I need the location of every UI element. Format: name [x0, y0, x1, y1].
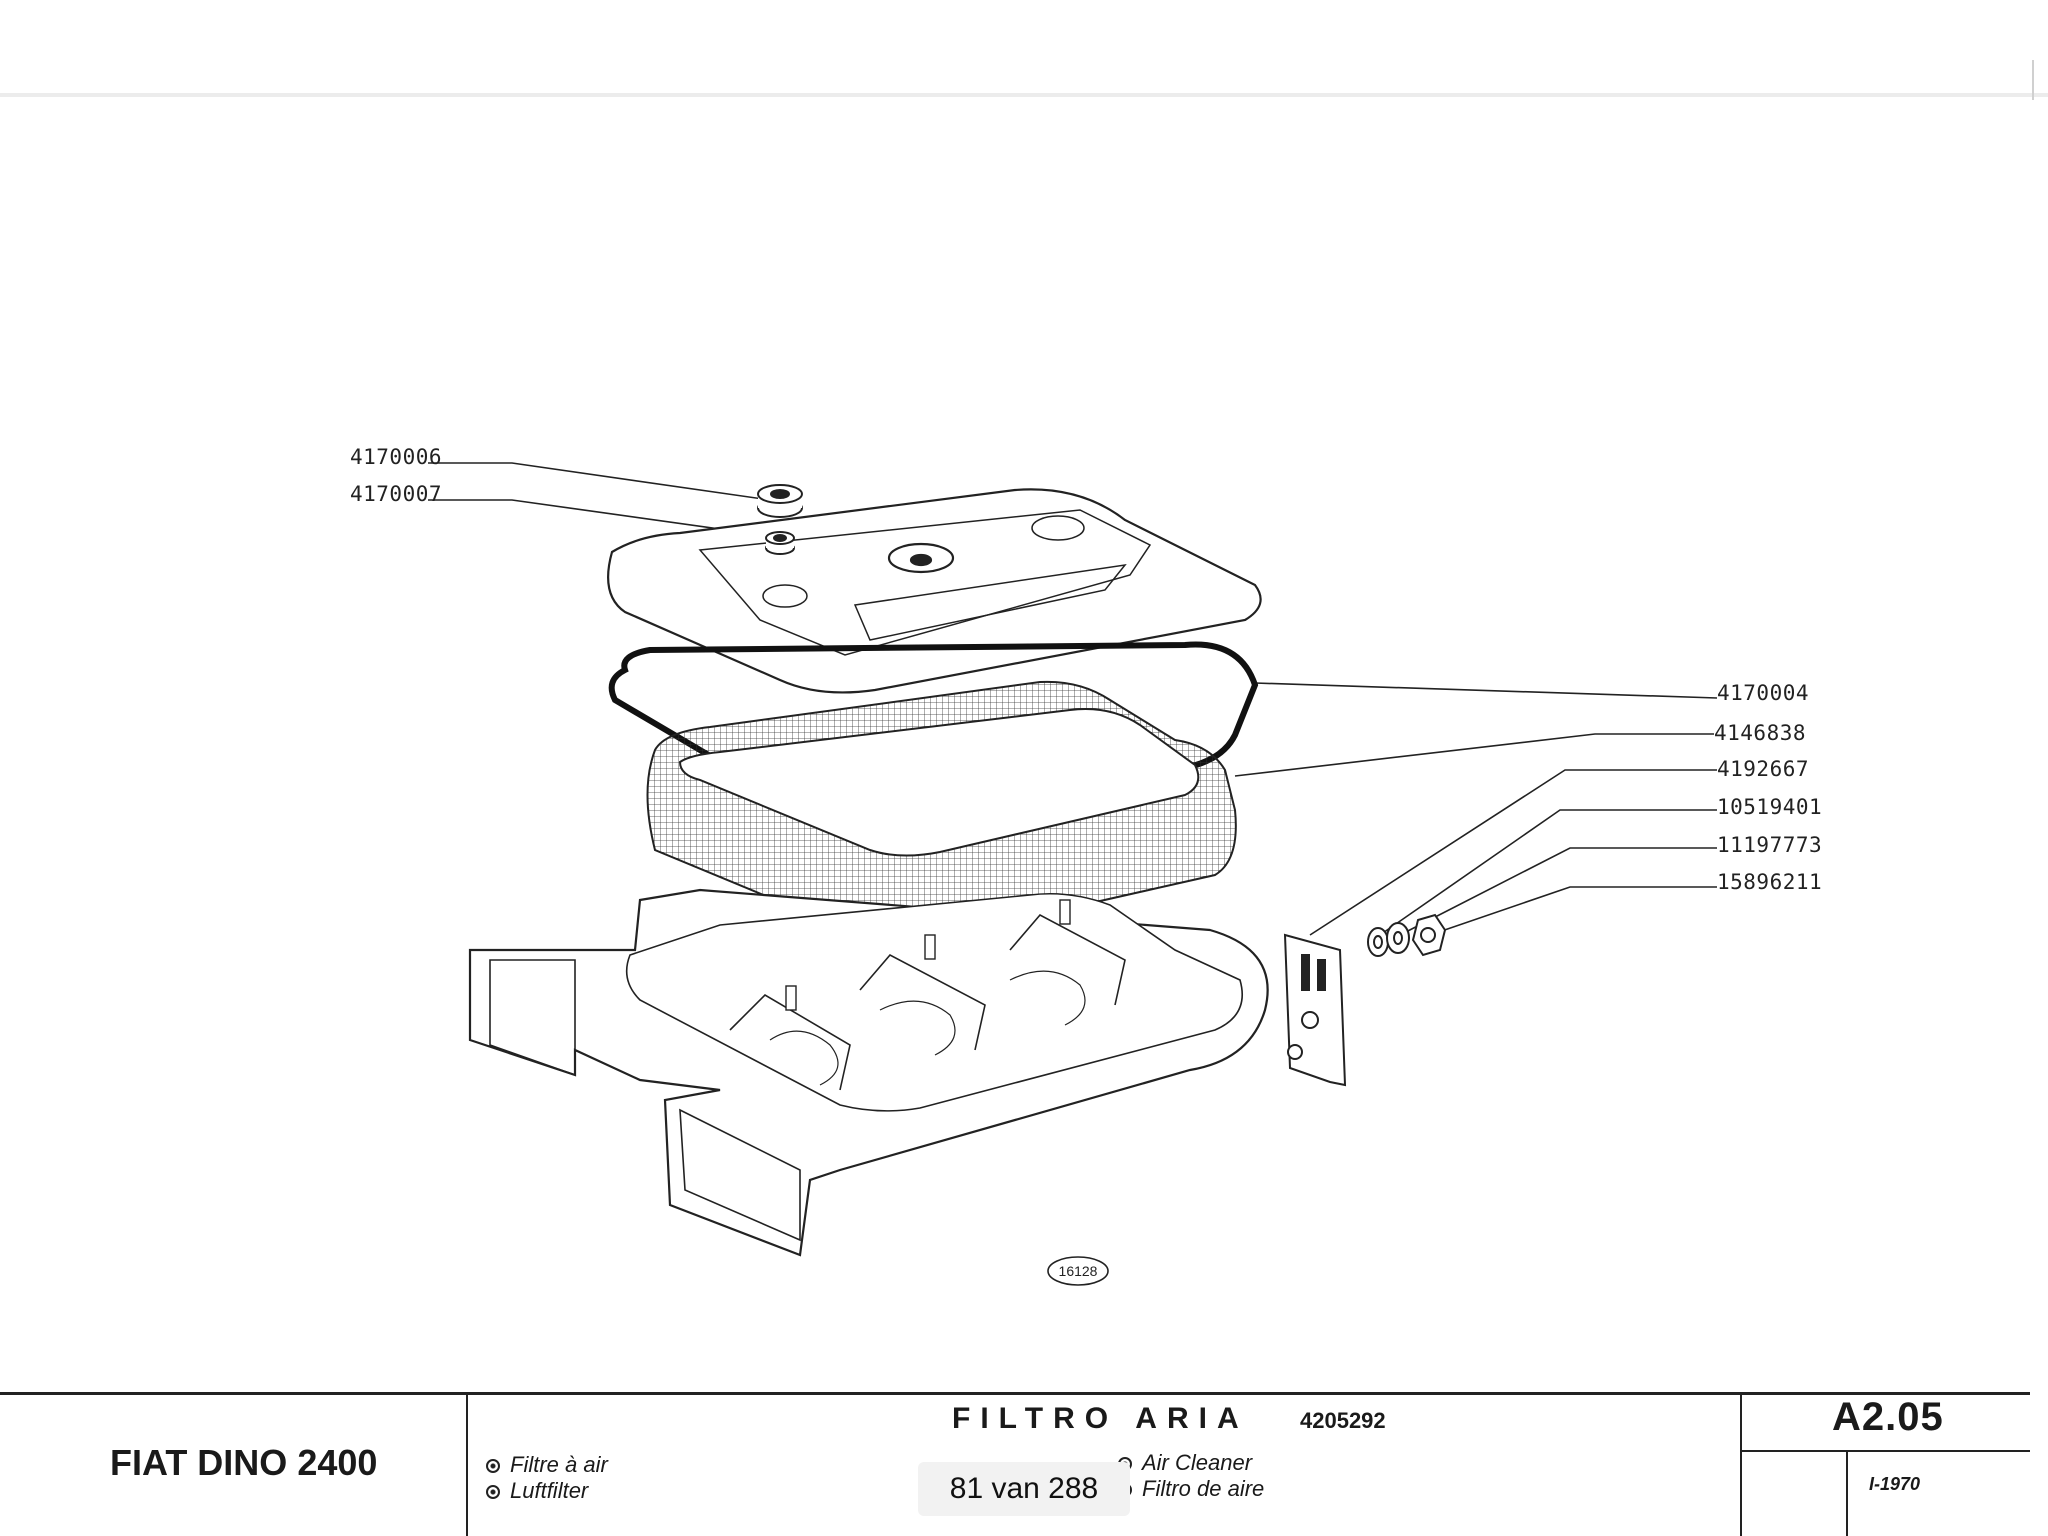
part-label-4192667: 4192667 — [1717, 757, 1809, 781]
title-block-ref-divider — [1742, 1450, 2030, 1452]
page-counter: 81 van 288 — [918, 1462, 1130, 1516]
air-cleaner-cover — [607, 488, 1262, 694]
leader-lines — [428, 462, 1718, 936]
label-fr-text: Filtre à air — [510, 1452, 608, 1477]
revision-date: I-1970 — [1869, 1474, 1921, 1494]
bullet-icon — [486, 1485, 500, 1500]
label-de-text: Luftfilter — [510, 1478, 589, 1503]
title-block-divider-right — [1740, 1394, 1742, 1536]
label-es: Filtro de aire — [1118, 1476, 1264, 1502]
scan-border-line — [0, 93, 2048, 97]
group-code: 4205292 — [1300, 1408, 1386, 1433]
washers-and-nut — [1367, 913, 1447, 957]
air-cleaner-base — [468, 888, 1269, 1257]
page-title: FILTRO ARIA — [952, 1402, 1249, 1435]
knob-4170006 — [757, 484, 803, 518]
drawing-number: 16128 — [1059, 1263, 1098, 1279]
mounting-bracket — [1283, 933, 1347, 1087]
label-en: Air Cleaner — [1118, 1450, 1252, 1476]
bullet-icon — [486, 1459, 500, 1474]
part-label-4170004: 4170004 — [1717, 681, 1809, 705]
scan-edge-mark — [2032, 60, 2034, 100]
drawing-number-badge — [1047, 1256, 1109, 1286]
part-label-4146838: 4146838 — [1714, 721, 1806, 745]
knob-4170007 — [765, 531, 795, 555]
reference-code: A2.05 — [1832, 1395, 1944, 1439]
part-label-10519401: 10519401 — [1717, 795, 1822, 819]
title-block-divider-left — [466, 1394, 468, 1536]
label-es-text: Filtro de aire — [1142, 1476, 1265, 1501]
filter-element — [646, 680, 1237, 941]
label-de: Luftfilter — [486, 1478, 588, 1504]
label-en-text: Air Cleaner — [1142, 1450, 1253, 1475]
part-label-4170007: 4170007 — [350, 482, 442, 506]
model-name: FIAT DINO 2400 — [110, 1442, 378, 1483]
part-label-15896211: 15896211 — [1717, 870, 1822, 894]
title-block-top-border — [0, 1392, 2030, 1395]
label-fr: Filtre à air — [486, 1452, 608, 1478]
part-label-11197773: 11197773 — [1717, 833, 1822, 857]
title-block-date-divider — [1846, 1452, 1848, 1536]
part-label-4170006: 4170006 — [350, 445, 442, 469]
